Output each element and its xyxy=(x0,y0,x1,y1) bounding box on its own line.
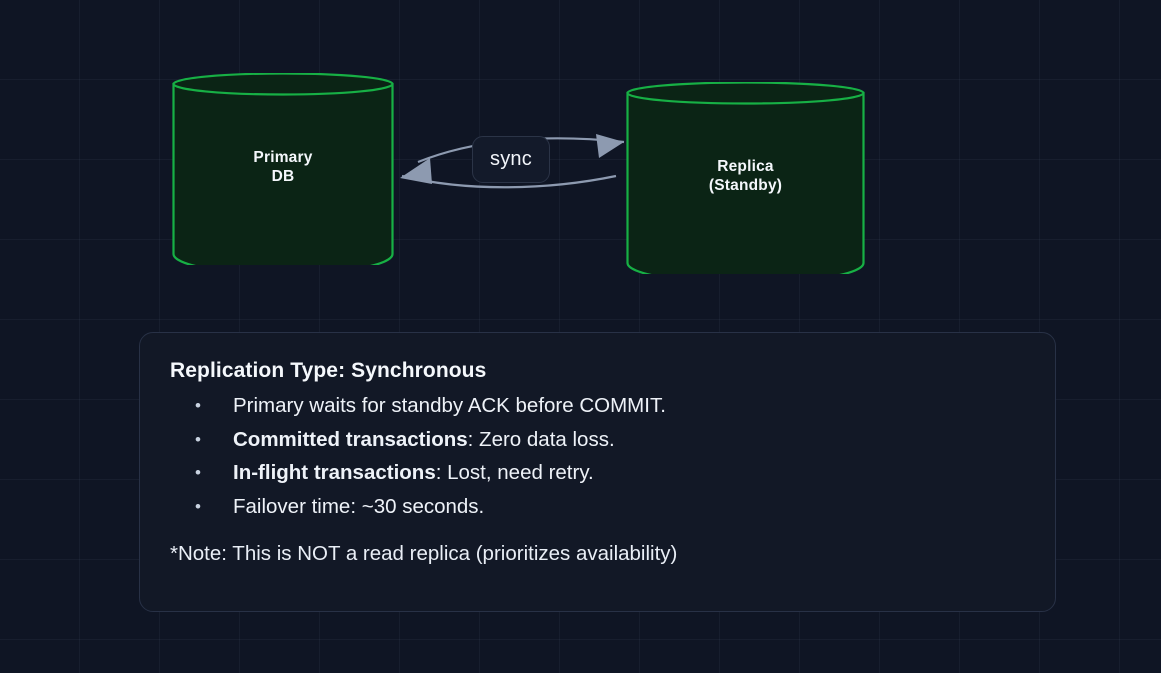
bullet-text: Primary waits for standby ACK before COM… xyxy=(233,394,666,417)
list-item: Committed transactions: Zero data loss. xyxy=(170,423,1025,457)
node-replica-db-label: Replica (Standby) xyxy=(708,158,783,194)
sync-label-chip[interactable]: sync xyxy=(472,136,550,183)
bullet-bold-text: In-flight transactions xyxy=(233,461,436,484)
panel-bullet-list: Primary waits for standby ACK before COM… xyxy=(170,389,1025,523)
info-panel: Replication Type: Synchronous Primary wa… xyxy=(139,332,1056,612)
panel-note: *Note: This is NOT a read replica (prior… xyxy=(170,542,678,565)
arrowhead-right xyxy=(596,134,624,158)
arrowhead-left xyxy=(400,158,432,184)
node-primary-db[interactable]: Primary DB xyxy=(172,72,394,276)
node-replica-db[interactable]: Replica (Standby) xyxy=(626,81,865,285)
node-primary-db-label: Primary DB xyxy=(253,149,313,185)
list-item: Failover time: ~30 seconds. xyxy=(170,490,1025,524)
list-item: In-flight transactions: Lost, need retry… xyxy=(170,456,1025,490)
list-item: Primary waits for standby ACK before COM… xyxy=(170,389,1025,423)
panel-title: Replication Type: Synchronous xyxy=(170,359,487,382)
bullet-text: : Lost, need retry. xyxy=(435,461,594,484)
cylinder-shape-replica xyxy=(626,81,865,285)
bullet-bold-text: Committed transactions xyxy=(233,427,468,451)
sync-label-text: sync xyxy=(490,148,532,170)
bullet-text: : Zero data loss. xyxy=(467,427,615,451)
bullet-text: Failover time: ~30 seconds. xyxy=(233,494,485,518)
